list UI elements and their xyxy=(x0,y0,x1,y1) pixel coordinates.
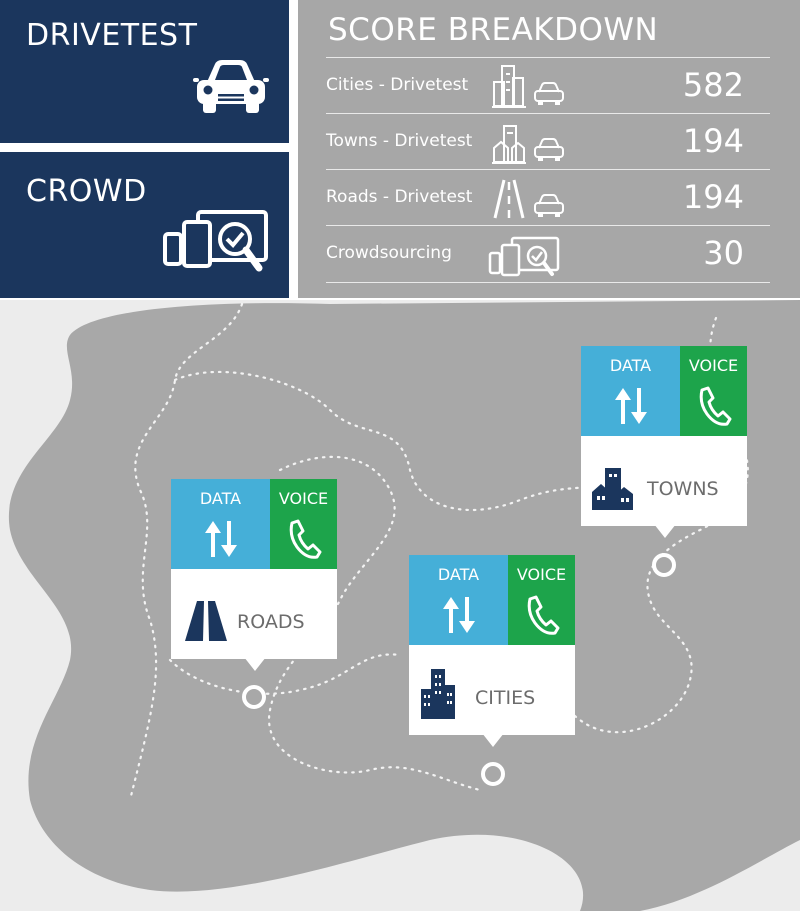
place-label: CITIES xyxy=(475,687,536,709)
place-label: TOWNS xyxy=(647,478,719,500)
car-icon xyxy=(534,82,564,105)
city-buildings-icon xyxy=(492,65,526,108)
road-icon xyxy=(493,179,525,219)
card-pointer xyxy=(244,657,266,671)
score-breakdown-panel: SCORE BREAKDOWN Cities - Drivetest 582 T… xyxy=(298,0,800,298)
map-pin-towns[interactable] xyxy=(650,551,678,579)
data-label: DATA xyxy=(199,489,242,508)
crowd-title: CROWD xyxy=(26,174,147,209)
data-label: DATA xyxy=(609,356,652,375)
score-row-label: Crowdsourcing xyxy=(326,243,452,263)
devices-magnifier-icon xyxy=(163,210,268,272)
score-row-label: Towns - Drivetest xyxy=(326,131,473,151)
score-breakdown-heading: SCORE BREAKDOWN xyxy=(328,12,659,48)
place-tile: CITIES xyxy=(409,645,575,735)
score-row-towns: Towns - Drivetest 194 xyxy=(326,113,770,170)
card-pointer xyxy=(482,733,504,747)
score-row-crowdsourcing: Crowdsourcing 30 xyxy=(326,225,770,283)
voice-tile: VOICE xyxy=(680,346,747,436)
data-label: DATA xyxy=(437,565,480,584)
data-arrows-icon xyxy=(615,388,647,424)
score-row-value: 30 xyxy=(703,234,744,272)
voice-tile: VOICE xyxy=(508,555,575,645)
voice-label: VOICE xyxy=(516,565,567,584)
phone-icon xyxy=(699,386,732,426)
score-row-label: Cities - Drivetest xyxy=(326,75,469,95)
map-card-cities[interactable]: DATA VOICE xyxy=(409,555,575,747)
voice-tile: VOICE xyxy=(270,479,337,569)
town-buildings-icon xyxy=(592,468,633,510)
voice-label: VOICE xyxy=(278,489,329,508)
map-card-roads[interactable]: DATA VOICE ROADS xyxy=(171,479,337,671)
coverage-map: DATA VOICE ROADS DATA xyxy=(0,300,800,911)
map-card-towns[interactable]: DATA VOICE TOWNS xyxy=(581,346,747,538)
map-pin-cities[interactable] xyxy=(479,760,507,788)
place-tile: TOWNS xyxy=(581,436,747,526)
drivetest-panel: DRIVETEST xyxy=(0,0,289,143)
score-row-cities: Cities - Drivetest 582 xyxy=(326,57,770,114)
data-tile: DATA xyxy=(409,555,508,645)
phone-icon xyxy=(527,595,560,635)
data-arrows-icon xyxy=(443,597,475,633)
phone-icon xyxy=(289,519,322,559)
road-icon xyxy=(185,601,227,641)
map-pin-roads[interactable] xyxy=(240,683,268,711)
data-tile: DATA xyxy=(171,479,270,569)
city-buildings-icon xyxy=(421,669,455,719)
place-tile: ROADS xyxy=(171,569,337,659)
car-icon xyxy=(193,60,269,113)
data-arrows-icon xyxy=(205,521,237,557)
crowd-panel: CROWD xyxy=(0,152,289,298)
car-icon xyxy=(534,138,564,161)
score-row-value: 194 xyxy=(682,178,744,216)
score-row-value: 194 xyxy=(682,122,744,160)
place-label: ROADS xyxy=(237,611,305,633)
car-icon xyxy=(534,194,564,217)
data-tile: DATA xyxy=(581,346,680,436)
voice-label: VOICE xyxy=(688,356,739,375)
score-row-value: 582 xyxy=(682,66,744,104)
devices-magnifier-icon xyxy=(488,236,560,277)
drivetest-title: DRIVETEST xyxy=(26,18,198,53)
score-row-roads: Roads - Drivetest 194 xyxy=(326,169,770,226)
score-row-label: Roads - Drivetest xyxy=(326,187,473,207)
card-pointer xyxy=(654,524,676,538)
town-buildings-icon xyxy=(492,125,526,164)
